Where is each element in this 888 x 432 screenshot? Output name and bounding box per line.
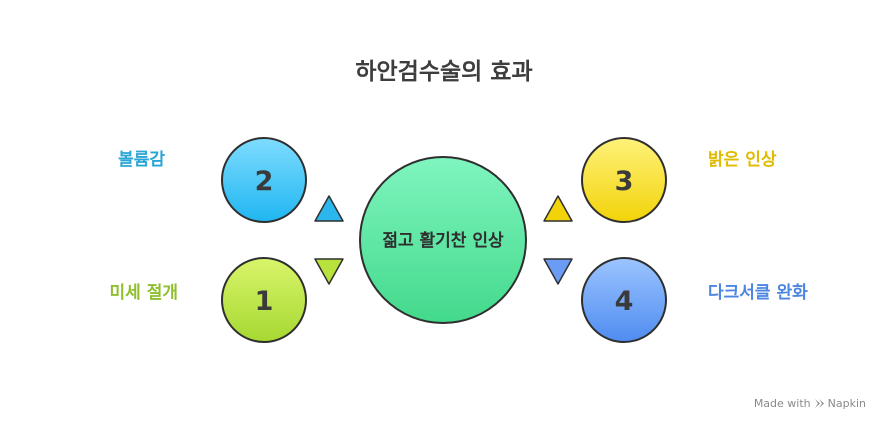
item-4-arrow-icon	[543, 258, 573, 285]
center-label: 젊고 활기찬 인상	[382, 230, 504, 251]
item-4-number: 4	[615, 286, 634, 317]
watermark-prefix: Made with	[753, 397, 811, 410]
item-1-label: 미세 절개	[109, 283, 178, 303]
item-3-label: 밝은 인상	[708, 150, 777, 170]
item-3-number: 3	[615, 166, 634, 197]
item-1-circle	[221, 257, 307, 343]
item-1-arrow-icon	[314, 258, 344, 285]
item-4-label: 다크서클 완화	[708, 283, 808, 303]
diagram-title: 하안검수술의 효과	[355, 59, 533, 85]
item-2-arrow-icon	[314, 195, 344, 222]
item-2-number: 2	[255, 166, 274, 197]
item-3-circle	[581, 137, 667, 223]
center-circle	[359, 156, 527, 324]
watermark: Made with Napkin	[754, 397, 866, 410]
watermark-brand: Napkin	[827, 397, 866, 410]
item-2-label: 볼륨감	[118, 150, 165, 170]
item-3-arrow-icon	[543, 195, 573, 222]
item-1-number: 1	[255, 286, 274, 317]
item-4-circle	[581, 257, 667, 343]
item-2-circle	[221, 137, 307, 223]
napkin-logo-icon	[814, 399, 824, 408]
